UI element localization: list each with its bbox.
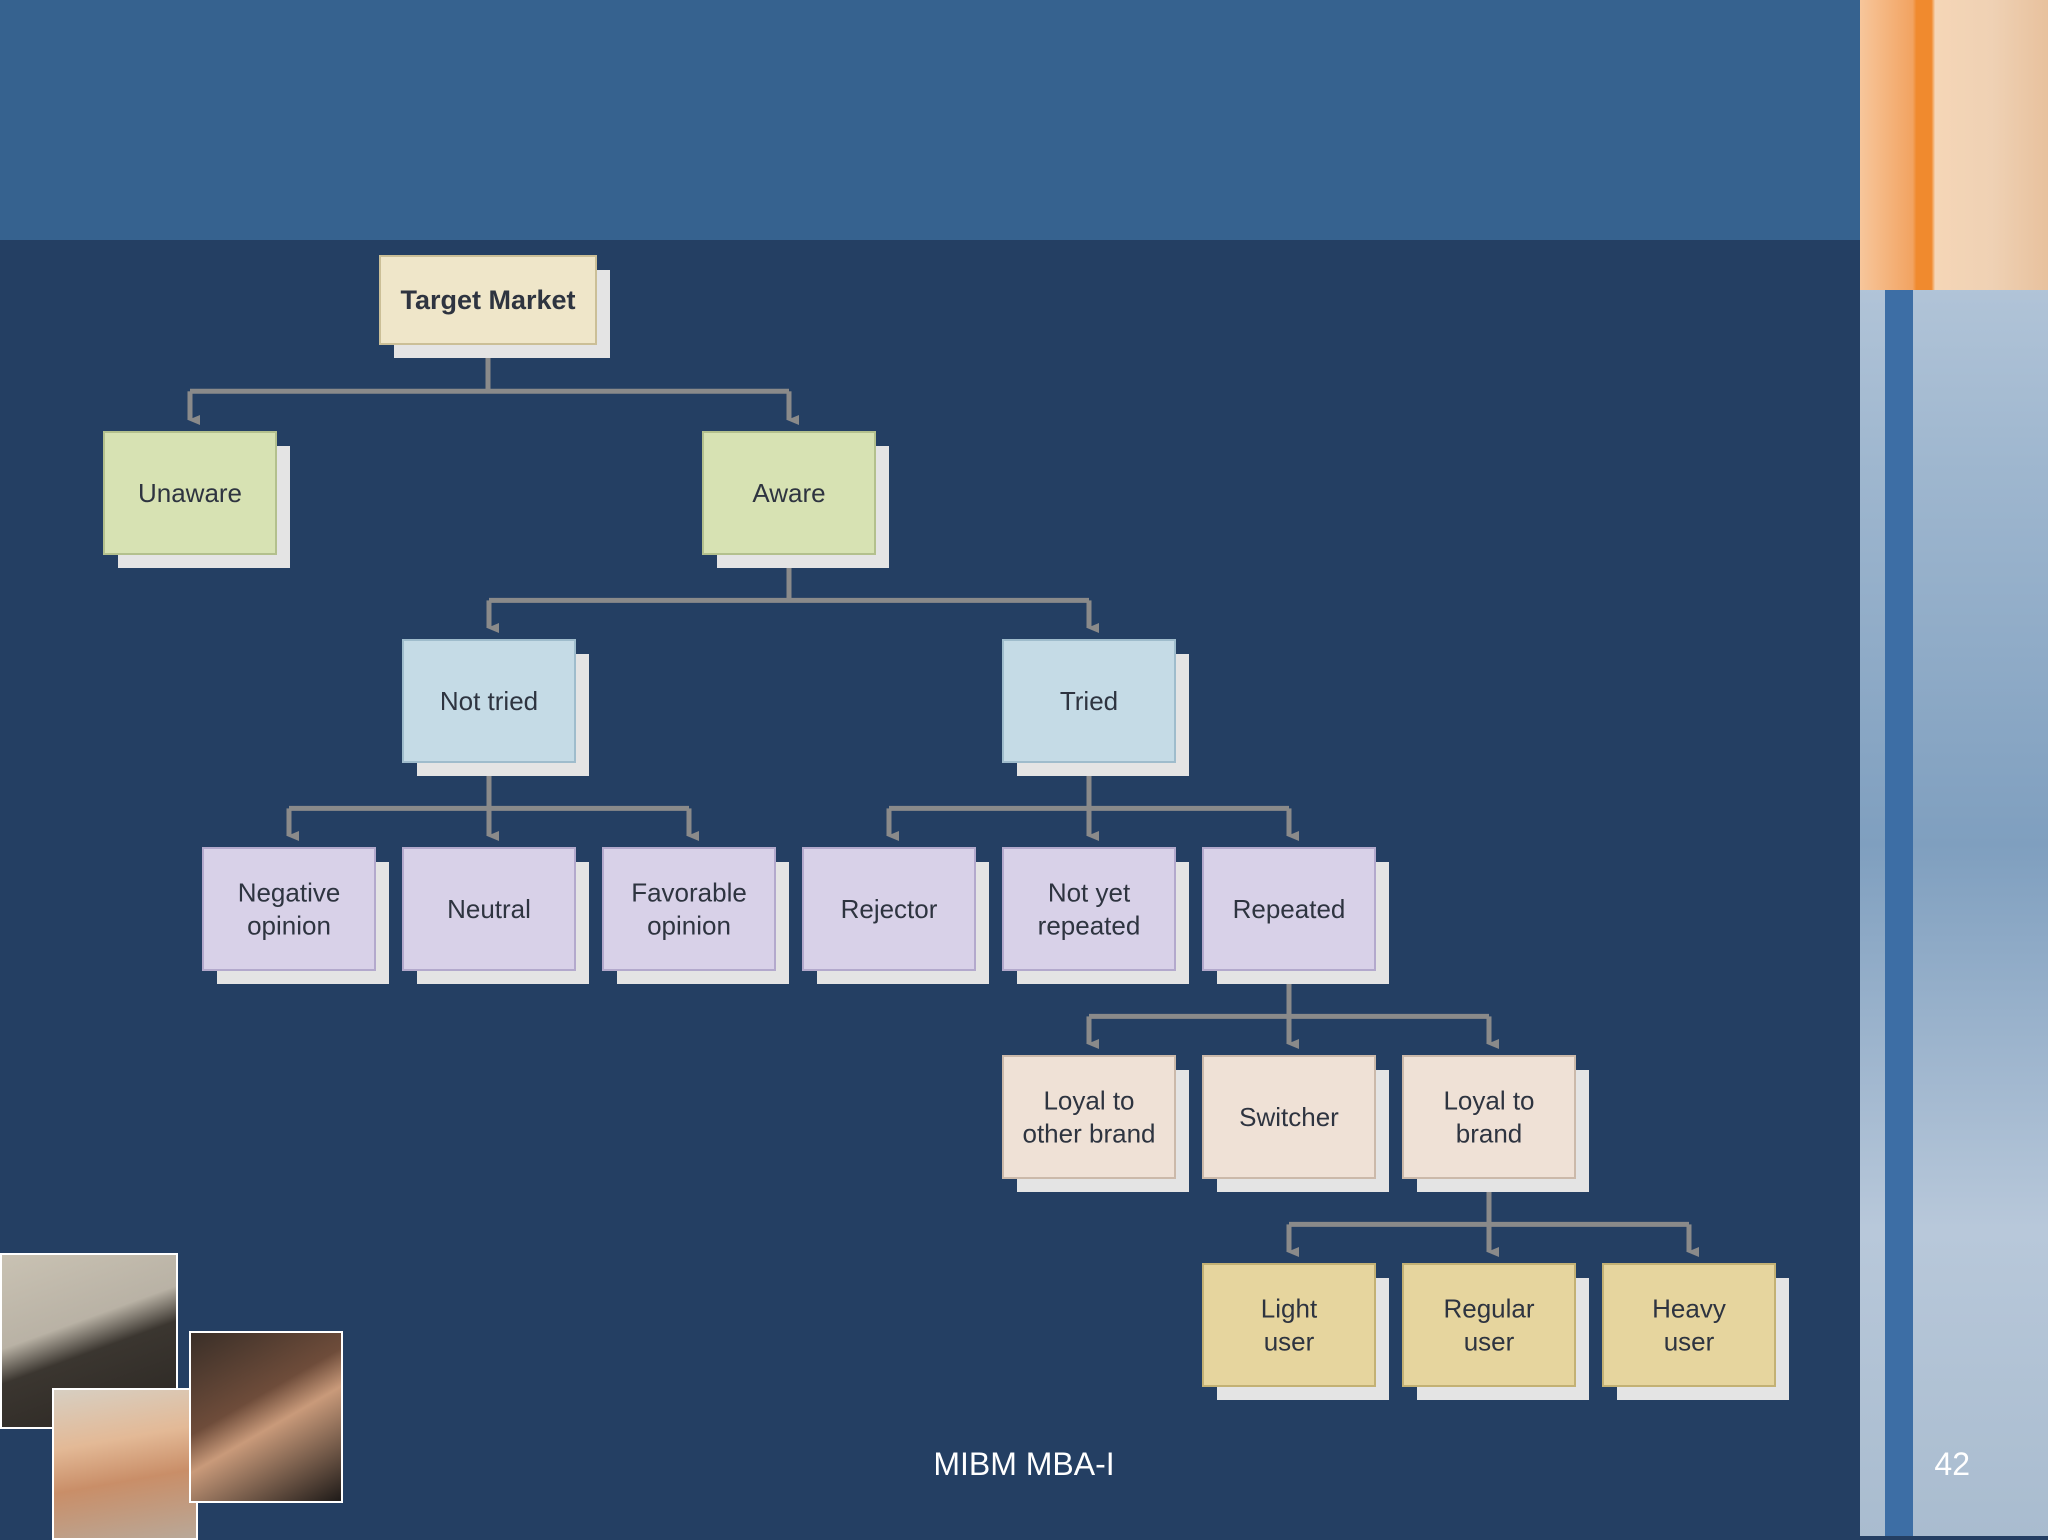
page-number: 42 [1934, 1446, 1970, 1482]
node-box [379, 255, 597, 345]
node-box [1602, 1263, 1776, 1387]
node-box [1002, 1055, 1176, 1179]
node-label: Neutral [447, 894, 531, 924]
node-label: Aware [752, 478, 825, 508]
side-photo-top [1860, 0, 2048, 290]
node-box [1402, 1055, 1576, 1179]
node-repeated: Repeated [1202, 847, 1389, 984]
node-box [1202, 1055, 1376, 1179]
node-box [1002, 639, 1176, 763]
node-label: Target Market [400, 285, 575, 315]
node-switcher: Switcher [1202, 1055, 1389, 1192]
node-box [402, 847, 576, 971]
node-box [1002, 847, 1176, 971]
node-box [602, 847, 776, 971]
node-label: Tried [1060, 686, 1118, 716]
node-label: Rejector [841, 894, 938, 924]
side-photo-divider [1885, 290, 1913, 1536]
node-box [702, 431, 876, 555]
node-neutral: Neutral [402, 847, 589, 984]
photo-man-profile [189, 1331, 343, 1503]
node-box [1202, 1263, 1376, 1387]
node-box [202, 847, 376, 971]
header-band [0, 0, 1860, 240]
node-rejector: Rejector [802, 847, 989, 984]
node-label: Switcher [1239, 1102, 1339, 1132]
node-label: Unaware [138, 478, 242, 508]
node-box [1402, 1263, 1576, 1387]
node-label: Repeated [1233, 894, 1346, 924]
connector-layer [187, 358, 1699, 1257]
node-box [103, 431, 277, 555]
node-not-tried: Not tried [402, 639, 589, 776]
node-label: Not tried [440, 686, 538, 716]
node-unaware: Unaware [103, 431, 290, 568]
node-box [402, 639, 576, 763]
node-target: Target Market [379, 255, 610, 358]
node-tried: Tried [1002, 639, 1189, 776]
node-aware: Aware [702, 431, 889, 568]
footer-label: MIBM MBA-I [933, 1446, 1115, 1482]
node-box [1202, 847, 1376, 971]
node-box [802, 847, 976, 971]
